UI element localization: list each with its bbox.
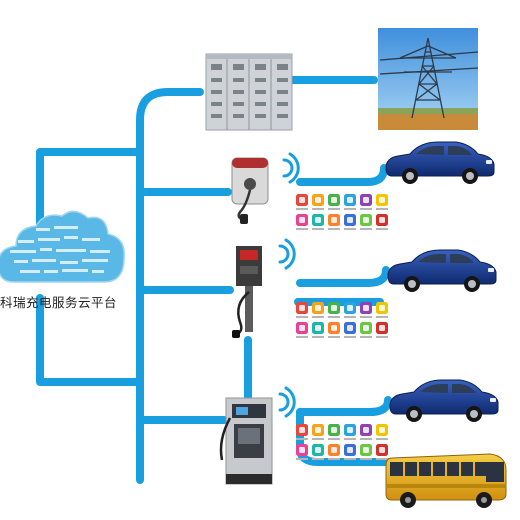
- platform-name-label: 科瑞充电服务云平台: [0, 295, 118, 310]
- app-tile-icon: [360, 302, 372, 318]
- app-tile-icon: [376, 424, 388, 440]
- app-tile-icon: [312, 424, 324, 440]
- app-tile-icon: [328, 322, 340, 338]
- dc-fast-charger: [219, 397, 273, 485]
- wall-mounted-ac-charger: [231, 157, 269, 224]
- switchgear-cabinet: [205, 53, 293, 131]
- app-icon-grid: [296, 194, 388, 230]
- app-tile-icon: [376, 322, 388, 338]
- electric-car: [387, 249, 497, 292]
- signal-icon: [282, 152, 300, 184]
- app-tile-icon: [296, 444, 308, 460]
- app-tile-icon: [312, 444, 324, 460]
- electric-bus: [385, 453, 507, 508]
- trunk-top-line: [36, 148, 144, 244]
- app-tile-icon: [296, 302, 308, 318]
- signal-icon: [278, 238, 296, 270]
- app-tile-icon: [344, 302, 356, 318]
- app-tile-icon: [344, 322, 356, 338]
- app-tile-icon: [360, 444, 372, 460]
- app-tile-icon: [312, 322, 324, 338]
- app-tile-icon: [376, 214, 388, 230]
- app-tile-icon: [344, 214, 356, 230]
- app-tile-icon: [344, 424, 356, 440]
- app-tile-icon: [312, 214, 324, 230]
- app-tile-icon: [328, 444, 340, 460]
- link-to-car-1: [296, 164, 388, 186]
- electric-car: [385, 141, 495, 184]
- wireless-signal-icons: [278, 152, 300, 418]
- app-tile-icon: [360, 424, 372, 440]
- app-icon-grid: [296, 424, 388, 460]
- signal-icon: [278, 386, 296, 418]
- pole-mounted-ac-charger: [232, 246, 262, 338]
- app-tile-icon: [296, 214, 308, 230]
- app-tile-icon: [376, 444, 388, 460]
- app-tile-icon: [360, 194, 372, 210]
- app-tile-icon: [328, 424, 340, 440]
- electric-car: [389, 379, 499, 422]
- trunk-bottom-line: [36, 294, 144, 386]
- cloud-platform-icon: [0, 210, 125, 283]
- link-to-car-2: [296, 266, 390, 287]
- app-tile-icon: [344, 444, 356, 460]
- app-tile-icon: [312, 194, 324, 210]
- app-tile-icon: [296, 322, 308, 338]
- app-tile-icon: [312, 302, 324, 318]
- app-tile-icon: [296, 194, 308, 210]
- app-tile-icon: [344, 194, 356, 210]
- app-tile-icon: [328, 214, 340, 230]
- app-tile-icon: [360, 322, 372, 338]
- app-tile-icon: [360, 214, 372, 230]
- app-tile-icon: [328, 302, 340, 318]
- app-icon-grid: [296, 302, 388, 338]
- link-to-car-3: [296, 396, 392, 416]
- transmission-tower-photo: [378, 28, 479, 130]
- app-tile-icon: [376, 302, 388, 318]
- app-tile-icon: [296, 424, 308, 440]
- app-tile-icon: [376, 194, 388, 210]
- app-tile-icon: [328, 194, 340, 210]
